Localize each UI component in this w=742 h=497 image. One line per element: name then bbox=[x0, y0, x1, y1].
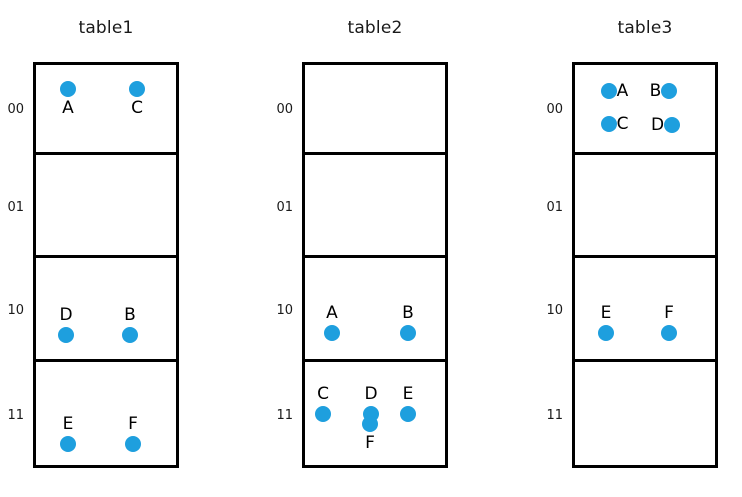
data-point-dot-icon bbox=[125, 435, 141, 452]
data-point-label: C bbox=[616, 114, 629, 134]
row-index-label-table3-01: 01 bbox=[546, 199, 563, 215]
data-point-label: A bbox=[62, 98, 74, 118]
row-index-label-table2-01: 01 bbox=[276, 199, 293, 215]
table-title-table3: table3 bbox=[617, 18, 673, 38]
data-point-dot-icon bbox=[600, 116, 617, 132]
data-point-label: F bbox=[128, 413, 138, 434]
cell-item-table3-00-a[interactable]: A bbox=[599, 65, 639, 117]
row-index-label-table3-11: 11 bbox=[546, 408, 563, 423]
data-point-dot-icon bbox=[400, 324, 416, 341]
row-index-label-table2-11: 11 bbox=[276, 408, 293, 423]
data-point-label: D bbox=[364, 383, 378, 404]
row-index-label-table2-00: 00 bbox=[276, 101, 293, 117]
cell-item-table3-10-f[interactable]: F bbox=[649, 296, 689, 348]
table-row-table1-01[interactable] bbox=[36, 155, 176, 258]
cell-item-table2-11-c[interactable]: C bbox=[303, 377, 343, 429]
data-point-label: C bbox=[317, 383, 329, 404]
data-point-dot-icon bbox=[60, 435, 76, 452]
row-index-label-table3-10: 10 bbox=[546, 303, 563, 318]
cell-item-table3-10-e[interactable]: E bbox=[586, 296, 626, 348]
data-point-label: D bbox=[650, 115, 665, 135]
table-row-table2-00[interactable] bbox=[305, 65, 445, 155]
data-point-label: E bbox=[402, 383, 414, 404]
data-point-dot-icon bbox=[362, 416, 378, 432]
cell-item-table1-10-b[interactable]: B bbox=[110, 298, 150, 350]
data-point-label: E bbox=[600, 302, 612, 323]
table-title-table1: table1 bbox=[78, 18, 134, 38]
data-point-label: E bbox=[62, 413, 74, 434]
data-point-label: F bbox=[365, 433, 375, 453]
data-point-dot-icon bbox=[400, 405, 416, 422]
data-point-label: B bbox=[649, 81, 662, 101]
row-index-label-table2-10: 10 bbox=[276, 303, 293, 318]
data-point-dot-icon bbox=[598, 324, 614, 341]
row-index-label-table1-00: 00 bbox=[7, 101, 24, 117]
cell-item-table2-11-e[interactable]: E bbox=[388, 377, 428, 429]
data-point-dot-icon bbox=[58, 326, 74, 343]
cell-item-table3-00-b[interactable]: B bbox=[639, 65, 679, 117]
cell-item-table1-00-c[interactable]: C bbox=[117, 73, 157, 125]
row-index-label-table3-00: 00 bbox=[546, 101, 563, 117]
data-point-dot-icon bbox=[60, 81, 76, 97]
cell-item-table3-00-c[interactable]: C bbox=[599, 98, 639, 150]
table-row-table2-11[interactable]: C D E F bbox=[305, 362, 445, 465]
cell-item-table2-10-a[interactable]: A bbox=[312, 296, 352, 348]
data-point-dot-icon bbox=[661, 83, 678, 99]
row-index-label-table1-10: 10 bbox=[7, 303, 24, 318]
table-title-table2: table2 bbox=[347, 18, 403, 38]
data-point-dot-icon bbox=[600, 83, 617, 99]
table-row-table2-01[interactable] bbox=[305, 155, 445, 258]
table-row-table3-01[interactable] bbox=[575, 155, 715, 258]
data-point-dot-icon bbox=[664, 117, 681, 133]
cell-item-table2-11-f[interactable]: F bbox=[350, 408, 390, 460]
data-point-dot-icon bbox=[661, 324, 677, 341]
data-point-dot-icon bbox=[129, 81, 145, 97]
data-point-dot-icon bbox=[315, 405, 331, 422]
cell-item-table1-10-d[interactable]: D bbox=[46, 298, 86, 350]
data-point-label: D bbox=[59, 304, 73, 325]
data-point-label: B bbox=[124, 304, 136, 325]
cell-item-table1-11-f[interactable]: F bbox=[113, 407, 153, 459]
row-index-label-table1-01: 01 bbox=[7, 199, 24, 215]
cell-item-table1-11-e[interactable]: E bbox=[48, 407, 88, 459]
data-point-label: F bbox=[664, 302, 674, 323]
cell-item-table1-00-a[interactable]: A bbox=[48, 73, 88, 125]
data-point-label: B bbox=[402, 302, 414, 323]
cell-item-table2-10-b[interactable]: B bbox=[388, 296, 428, 348]
data-point-label: A bbox=[616, 81, 629, 101]
table-row-table3-11[interactable] bbox=[575, 362, 715, 465]
data-point-label: C bbox=[131, 98, 143, 118]
data-point-dot-icon bbox=[122, 326, 138, 343]
data-point-label: A bbox=[326, 302, 338, 323]
row-index-label-table1-11: 11 bbox=[7, 408, 24, 423]
cell-item-table3-00-d[interactable]: D bbox=[641, 99, 681, 151]
data-point-dot-icon bbox=[324, 324, 340, 341]
